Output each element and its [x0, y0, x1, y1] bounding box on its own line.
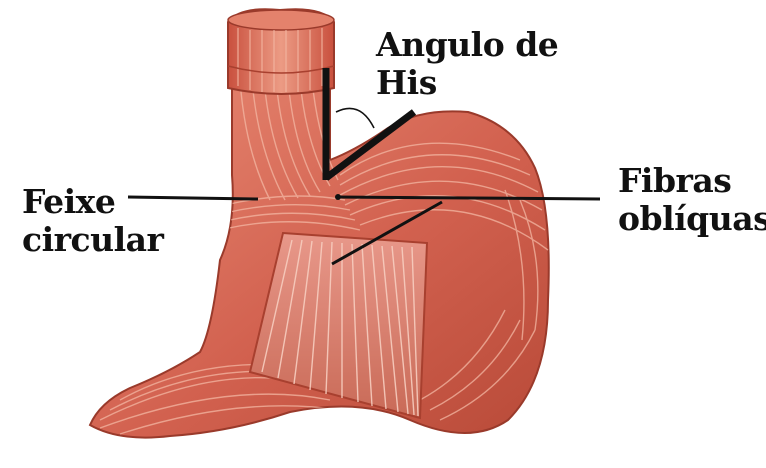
circular-bundle-label-line1: Feixe: [22, 183, 163, 221]
angle-of-his-label-line2: His: [376, 64, 558, 102]
circular-bundle-label: Feixe circular: [22, 183, 163, 259]
esophagus-opening: [228, 10, 334, 30]
fibras-leader-line: [336, 197, 600, 199]
oblique-fibers-label: Fibras oblíquas: [618, 162, 766, 238]
angle-of-his-label-line1: Angulo de: [376, 26, 558, 64]
angle-of-his-label: Angulo de His: [376, 26, 558, 102]
oblique-fibers-label-line2: oblíquas: [618, 200, 766, 238]
circular-bundle-label-line2: circular: [22, 221, 163, 259]
oblique-fibers-label-line1: Fibras: [618, 162, 766, 200]
